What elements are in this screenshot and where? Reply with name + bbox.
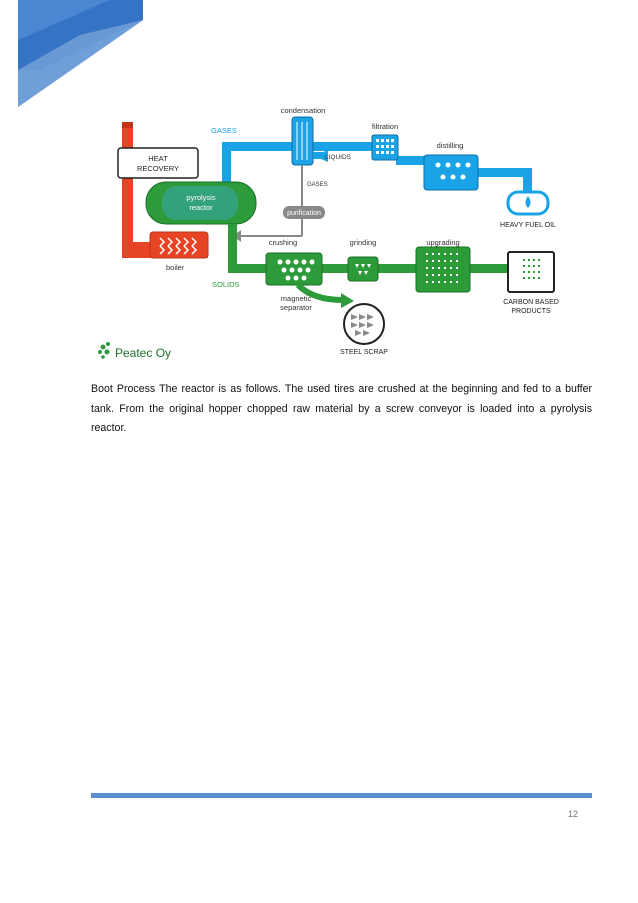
crushing-label: crushing [269, 238, 297, 247]
boiler-label: boiler [166, 263, 185, 272]
logo-text: Peatec Oy [115, 346, 171, 360]
gases-mid-label: GASES [307, 182, 328, 188]
steel-scrap-circle [343, 303, 385, 345]
grinding-unit [347, 256, 379, 282]
magnetic-label-1: magnetic [281, 294, 312, 303]
purification-label: purification [287, 210, 321, 217]
distilling-unit [423, 154, 479, 191]
filtration-unit [371, 134, 399, 161]
liquids-label: LIQUIDS [325, 154, 352, 161]
solids-pipes [228, 224, 508, 273]
boiler-chimney [122, 122, 209, 259]
peatec-logo: Peatec Oy [98, 342, 171, 360]
heat-recovery-label-1: HEAT [148, 154, 168, 163]
footer-rule [91, 793, 592, 798]
distilling-label: distilling [437, 141, 464, 150]
body-paragraph: Boot Process The reactor is as follows. … [91, 383, 592, 434]
grinding-label: grinding [350, 238, 377, 247]
heat-recovery-label-2: RECOVERY [137, 164, 179, 173]
gases-top-label: GASES [211, 126, 237, 135]
pyrolysis-process-diagram: HEAT RECOVERY condensation GASES LIQUIDS… [98, 106, 559, 360]
upgrading-unit [415, 246, 471, 293]
filtration-label: filtration [372, 122, 398, 131]
heat-recovery-box [117, 147, 199, 179]
upgrading-label: upgrading [426, 238, 459, 247]
steel-scrap-label: STEEL SCRAP [340, 349, 388, 356]
carbon-label-2: PRODUCTS [511, 308, 551, 315]
carbon-products-box [507, 251, 555, 293]
carbon-label-1: CARBON BASED [503, 299, 559, 306]
condensation-label: condensation [281, 106, 326, 115]
reactor-label-1: pyrolysis [186, 193, 215, 202]
corner-decoration [18, 0, 143, 107]
purification-line [232, 165, 303, 242]
solids-label: SOLIDS [212, 280, 240, 289]
purification-box [283, 206, 325, 219]
reactor-label-2: reactor [189, 203, 213, 212]
magnetic-label-2: separator [280, 303, 312, 312]
page-number: 12 [568, 809, 579, 819]
heavy-fuel-oil-label: HEAVY FUEL OIL [500, 222, 556, 229]
